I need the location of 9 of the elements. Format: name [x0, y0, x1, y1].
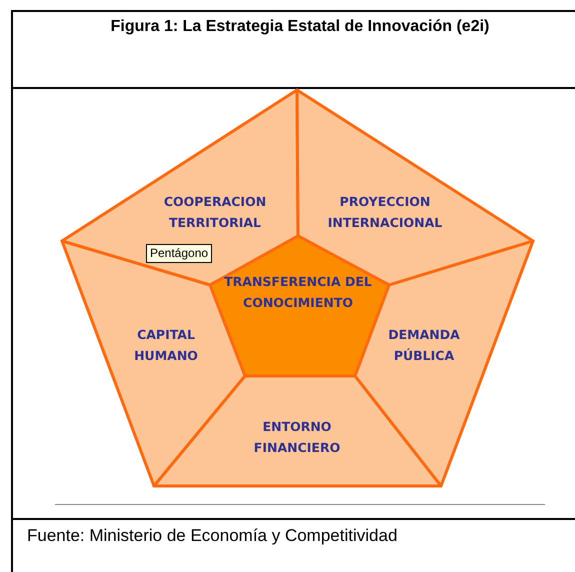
segment-label: ENTORNO FINANCIERO — [252, 418, 342, 457]
tooltip: Pentágono — [146, 244, 212, 263]
source-note: Fuente: Ministerio de Economía y Competitividad — [27, 525, 398, 547]
segment-label: PROYECCION INTERNACIONAL — [326, 193, 444, 232]
segment-label: COOPERACION TERRITORIAL — [162, 193, 268, 232]
segment-label: CAPITAL HUMANO — [133, 326, 199, 365]
figure-title: Figura 1: La Estrategia Estatal de Innovación (e2i) — [110, 17, 490, 37]
segment-label: DEMANDA PÚBLICA — [387, 326, 461, 365]
segment-label: TRANSFERENCIA DEL CONOCIMIENTO — [223, 273, 373, 312]
